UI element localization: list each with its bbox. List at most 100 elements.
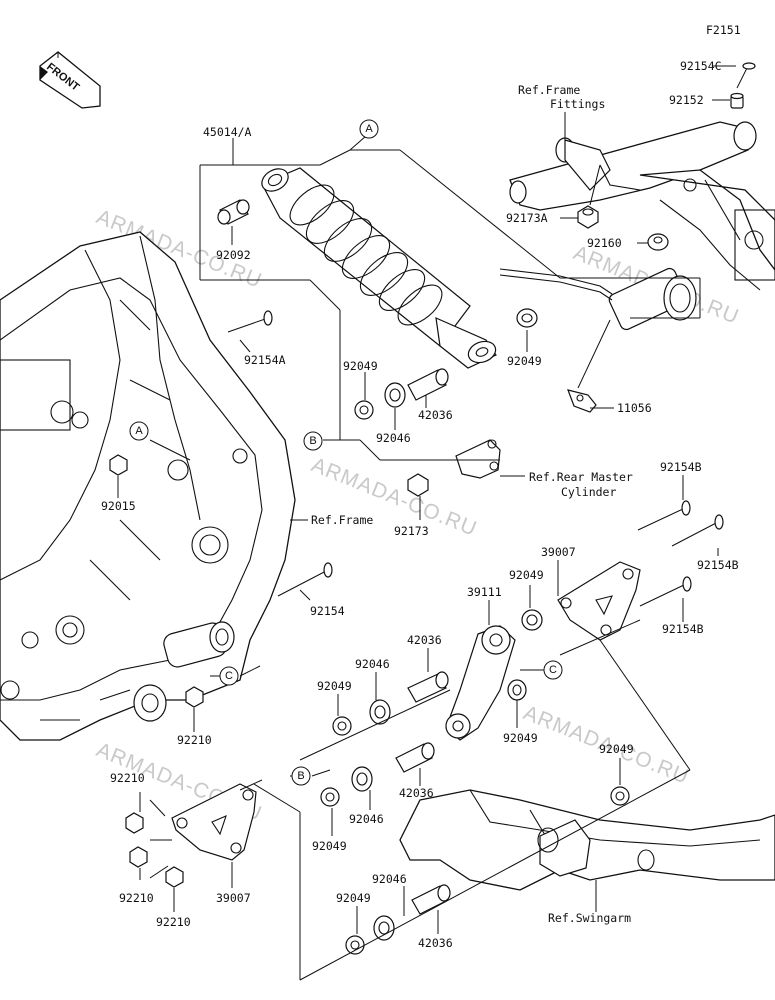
bearing-92046-mid [369, 699, 391, 725]
main-frame [0, 231, 296, 741]
callout-b-text: B [297, 770, 304, 782]
frame-fittings [509, 121, 775, 291]
seal-92049-low [320, 787, 340, 807]
rear-shock-absorber [261, 167, 497, 369]
part-label: 92210 [119, 891, 154, 905]
callout-a-text: A [135, 425, 143, 437]
part-label: 92154B [662, 622, 704, 636]
callout-c-text: C [225, 670, 233, 682]
part-label: 92049 [317, 679, 352, 693]
part-label: 92154B [660, 460, 702, 474]
part-label: 92046 [372, 872, 407, 886]
collar-92152 [730, 92, 744, 109]
bearing-92046-bottom [373, 915, 395, 941]
part-label: 92049 [507, 354, 542, 368]
part-label: 39007 [216, 891, 251, 905]
part-label: 42036 [418, 408, 453, 422]
part-label: 92160 [587, 236, 622, 250]
part-label: 39007 [541, 545, 576, 559]
part-label: 92049 [312, 839, 347, 853]
part-label: 11056 [617, 401, 652, 415]
seal-92049-mid-left [332, 716, 352, 736]
part-label: 92092 [216, 248, 251, 262]
bolt-92154c [736, 62, 756, 89]
part-label: 92049 [509, 568, 544, 582]
part-label: 92049 [336, 891, 371, 905]
seal-92049-right-low [610, 786, 630, 806]
nut-92015 [109, 454, 128, 476]
callout-c-left: C [219, 666, 239, 686]
part-label: 92154A [244, 353, 286, 367]
swingarm [399, 789, 775, 891]
bearing-92046-upper [384, 382, 406, 408]
nut-92210-b [125, 812, 144, 834]
ref-swingarm: Ref.Swingarm [548, 911, 631, 925]
callout-b-top: B [303, 431, 323, 451]
ref-rear-master-line1: Ref.Rear Master [529, 470, 633, 484]
leader-lines [117, 65, 736, 981]
seal-92049-bottom [345, 935, 365, 955]
callout-b-text: B [309, 435, 316, 447]
ref-rear-master-line2: Cylinder [561, 485, 616, 499]
rocker-arm-39111 [445, 625, 516, 741]
part-label: 92015 [101, 499, 136, 513]
nut-92210-a [185, 686, 204, 708]
sleeve-42036-bottom [411, 884, 451, 915]
callout-a-text: A [365, 123, 373, 135]
part-label: 92152 [669, 93, 704, 107]
ref-frame: Ref.Frame [311, 513, 373, 527]
sleeve-42036-upper [407, 368, 449, 401]
bolt-92154b-3 [639, 576, 692, 607]
seal-92049-mid [354, 400, 374, 420]
diagram-code: F2151 [706, 23, 741, 37]
bolt-92154b-1 [637, 500, 691, 531]
part-label: 39111 [467, 585, 502, 599]
bearing-92046-low [351, 766, 373, 792]
callout-c-text: C [549, 664, 557, 676]
part-label: 92210 [156, 915, 191, 929]
ref-frame-fittings-line1: Ref.Frame [518, 83, 580, 97]
part-labels: 92154C 92152 45014/A 92092 92173A 92160 … [101, 59, 739, 950]
part-label: 92210 [177, 733, 212, 747]
shock-reservoir [499, 267, 697, 331]
nut-92210-d [165, 866, 184, 888]
front-arrow-badge: FRONT [39, 51, 101, 109]
part-label: 42036 [399, 786, 434, 800]
callout-a-top: A [359, 119, 379, 139]
bush-92160 [647, 233, 669, 251]
part-label: 42036 [418, 936, 453, 950]
part-label: 92046 [376, 431, 411, 445]
ref-frame-fittings-line2: Fittings [550, 97, 605, 111]
seal-92049-mid-right [507, 679, 527, 701]
callout-c-right: C [543, 660, 563, 680]
master-cylinder-bracket [455, 439, 501, 479]
tie-rod-39007-lower [171, 783, 257, 861]
tie-rod-39007-upper [557, 561, 641, 641]
seal-92049-upper [516, 308, 538, 328]
part-label: 92046 [349, 812, 384, 826]
part-label: 45014/A [203, 125, 252, 139]
clamp-11056 [567, 389, 597, 413]
bolt-92154a [227, 310, 273, 333]
part-label: 92049 [343, 359, 378, 373]
part-label: 92049 [503, 731, 538, 745]
bolt-92154b-2 [671, 514, 724, 547]
callout-b-low: B [291, 766, 311, 786]
bolt-92154 [277, 562, 333, 597]
seal-92049-linkage-top [521, 609, 543, 631]
part-label: 92210 [110, 771, 145, 785]
part-label: 92173A [506, 211, 548, 225]
part-label: 92154 [310, 604, 345, 618]
collar-92092 [217, 199, 250, 225]
part-label: 92046 [355, 657, 390, 671]
sleeve-42036-mid [407, 671, 449, 703]
part-label: 92154B [697, 558, 739, 572]
nut-92173 [407, 473, 429, 497]
nut-92173a [577, 205, 599, 229]
sleeve-42036-low [395, 742, 435, 773]
part-label: 92154C [680, 59, 722, 73]
part-label: 92173 [394, 524, 429, 538]
nut-92210-c [129, 846, 148, 868]
part-label: 92049 [599, 742, 634, 756]
